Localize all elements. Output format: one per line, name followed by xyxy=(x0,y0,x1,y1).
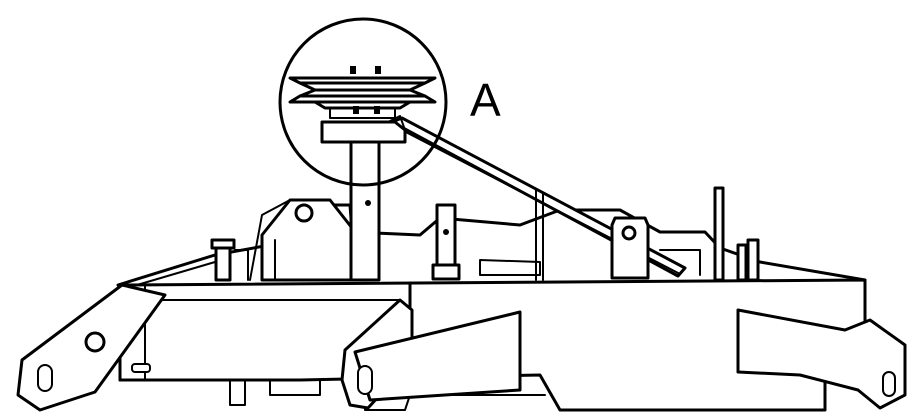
left-lift-arm xyxy=(16,283,167,412)
spindle-shaft xyxy=(349,138,381,282)
center-lift-arm xyxy=(340,298,522,410)
left-back-post xyxy=(210,238,249,282)
left-pivot-bracket xyxy=(260,198,354,282)
detail-circle-a xyxy=(278,17,448,187)
right-lift-arm xyxy=(736,308,907,410)
right-back-posts xyxy=(713,186,760,282)
center-bolt xyxy=(431,203,461,281)
pulley xyxy=(288,66,437,119)
callout-label-a: A xyxy=(470,74,501,126)
spindle-housing xyxy=(320,115,407,144)
right-idler-bracket xyxy=(610,216,701,280)
